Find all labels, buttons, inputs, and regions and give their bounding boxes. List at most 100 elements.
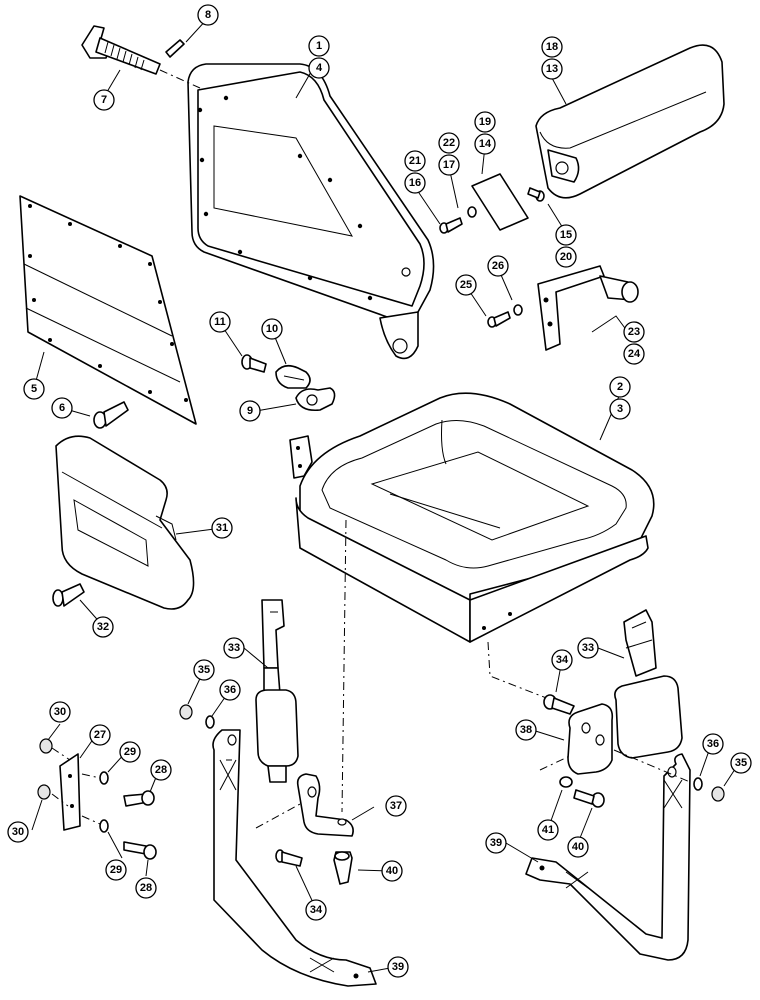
callout-18: 18 [541,36,563,58]
callout-25: 25 [455,274,477,296]
svg-text:4: 4 [316,62,323,74]
svg-text:7: 7 [101,94,107,106]
washer-right-part-41 [559,776,573,788]
bolt-part-21-16 [439,217,463,234]
callout-39-left: 39 [387,956,409,978]
bushing-part-9 [295,387,336,412]
callout-8: 8 [197,4,219,26]
nut-left-part-35 [179,704,193,720]
svg-text:35: 35 [735,757,747,769]
callout-40-right: 40 [567,836,589,858]
svg-text:19: 19 [479,116,491,128]
svg-text:16: 16 [409,177,421,189]
callout-22: 22 [438,132,460,154]
callout-30-upper: 30 [49,701,71,723]
svg-text:33: 33 [228,642,240,654]
callout-28-lower: 28 [135,877,157,899]
screw-part-32 [52,583,85,607]
svg-text:37: 37 [390,800,402,812]
washer-right-part-36 [693,777,703,791]
svg-text:3: 3 [617,403,623,415]
svg-text:2: 2 [617,381,623,393]
svg-text:10: 10 [266,323,278,335]
svg-text:40: 40 [572,841,584,853]
svg-text:29: 29 [110,864,122,876]
svg-text:8: 8 [205,9,211,21]
svg-text:28: 28 [155,764,167,776]
callout-29-upper: 29 [119,741,141,763]
callout-39-right: 39 [485,832,507,854]
callout-11: 11 [209,311,231,333]
bolt-part-15-20 [527,187,545,202]
bracket-left-part-37 [296,773,354,837]
svg-text:32: 32 [97,621,109,633]
svg-text:31: 31 [216,522,228,534]
bolt-right-part-34 [543,694,575,715]
callout-38: 38 [515,719,537,741]
bolt-right-part-40 [573,789,605,808]
callout-35-right: 35 [730,752,752,774]
callout-20: 20 [555,246,577,268]
svg-text:18: 18 [546,41,558,53]
centerline-anchor-lower [51,793,101,825]
callout-16: 16 [404,172,426,194]
bracket-part-23-24 [537,265,639,351]
svg-text:17: 17 [443,159,455,171]
callout-41: 41 [537,819,559,841]
nut-part-30-lower [37,784,51,800]
svg-text:30: 30 [12,826,24,838]
bolt-part-28-upper [123,790,155,807]
centerline-anchor-upper [51,747,101,779]
svg-text:9: 9 [247,405,253,417]
svg-text:30: 30 [54,706,66,718]
callout-33-left: 33 [223,637,245,659]
svg-text:1: 1 [316,40,322,52]
svg-text:25: 25 [460,279,472,291]
callout-33-right: 33 [577,637,599,659]
callout-15: 15 [555,224,577,246]
callout-34-right: 34 [551,649,573,671]
plate-part-19-14 [471,173,529,231]
svg-text:34: 34 [310,904,323,916]
washer-part-26 [513,304,523,316]
seatbelt-buckle-left-part-33 [255,599,299,783]
callout-27: 27 [89,724,111,746]
callout-32: 32 [92,616,114,638]
svg-text:40: 40 [386,865,398,877]
callout-21: 21 [404,150,426,172]
seat-cushion-part-2-3 [289,392,655,643]
callout-30-lower: 30 [7,821,29,843]
callout-4: 4 [308,57,330,79]
callout-10: 10 [261,318,283,340]
svg-text:11: 11 [214,316,226,328]
svg-text:24: 24 [628,348,641,360]
back-cover-panel-part-5 [19,195,197,425]
svg-text:41: 41 [542,824,554,836]
adjusting-knob-part-7 [81,25,161,75]
bushing-part-10 [275,364,311,389]
svg-text:38: 38 [520,724,532,736]
callout-3: 3 [609,398,631,420]
callout-26: 26 [487,255,509,277]
svg-text:29: 29 [124,746,136,758]
seatbelt-strap-right-part-39 [525,753,691,961]
svg-text:23: 23 [628,326,640,338]
svg-text:39: 39 [490,837,502,849]
washer-part-29-lower [99,819,109,833]
svg-text:26: 26 [492,260,504,272]
seatbelt-strap-left-part-39 [212,729,377,987]
bolt-part-25 [487,311,511,328]
pivot-bolt-part-11 [241,354,267,373]
callout-6: 6 [51,397,73,419]
callout-35-left: 35 [193,659,215,681]
svg-text:21: 21 [409,155,421,167]
centerline-back-knob [159,69,201,89]
callout-5: 5 [23,378,45,400]
callout-24: 24 [623,343,645,365]
svg-text:35: 35 [198,664,210,676]
centerline-right-nut [613,749,691,783]
bracket-right-part-38 [567,703,614,775]
svg-text:6: 6 [59,402,65,414]
seatbelt-latch-right-part-33 [614,609,683,759]
